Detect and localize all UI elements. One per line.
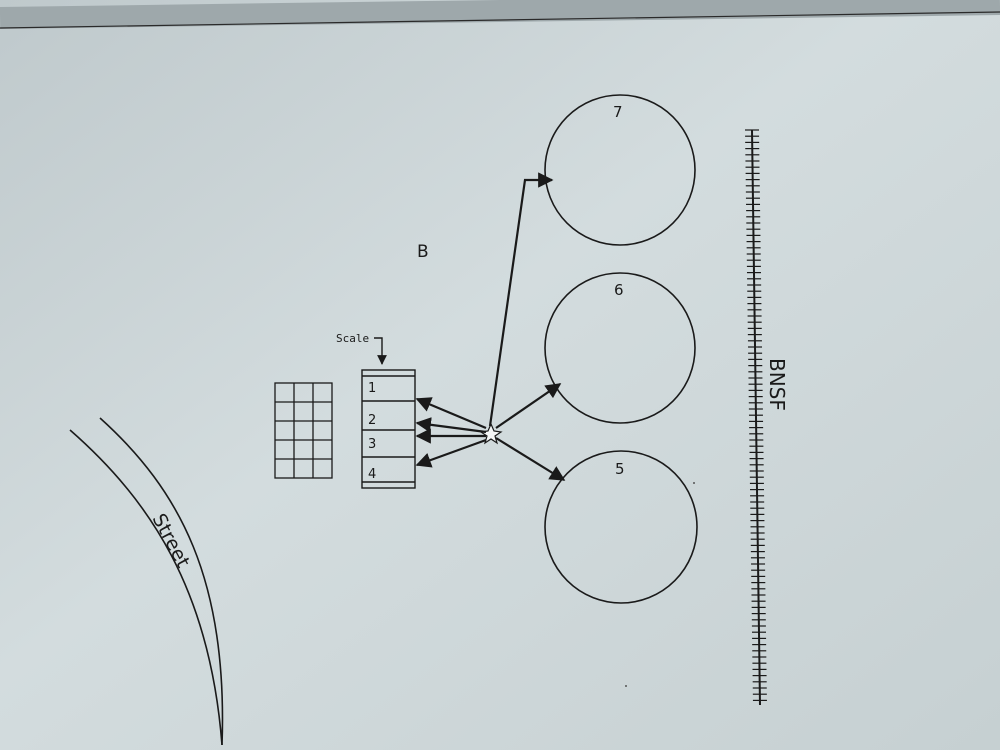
paper-speck <box>693 482 695 484</box>
tank-5-circle <box>544 450 698 604</box>
scale-bin-3-label: 3 <box>368 437 376 452</box>
street-curve-outer <box>69 429 223 746</box>
flow-lines-to-tanks <box>488 172 566 481</box>
tank-6-label: 6 <box>614 281 624 299</box>
scale-pointer <box>374 337 387 365</box>
scale-label: Scale <box>336 332 369 345</box>
scale-bin-2-label: 2 <box>368 413 376 428</box>
flow-lines-to-bins <box>415 397 487 468</box>
table-edge <box>0 0 1000 29</box>
paper-speck <box>625 685 627 687</box>
scale-bins <box>361 369 416 489</box>
scale-bin-4-label: 4 <box>368 467 376 482</box>
tank-7-circle <box>544 94 696 246</box>
tank-5: 5 <box>544 450 698 604</box>
tank-7: 7 <box>544 94 696 246</box>
paper-top-edge <box>0 11 1000 29</box>
section-label: B <box>417 242 429 262</box>
tank-6-circle <box>544 272 696 424</box>
tank-7-label: 7 <box>613 103 623 121</box>
tank-6: 6 <box>544 272 696 424</box>
railroad-label: BNSF <box>765 358 789 411</box>
building-grid <box>274 382 333 479</box>
railroad-track <box>745 129 767 706</box>
street-curve-inner <box>99 417 224 746</box>
tank-5-label: 5 <box>615 460 625 478</box>
scale-bin-1-label: 1 <box>368 381 376 396</box>
